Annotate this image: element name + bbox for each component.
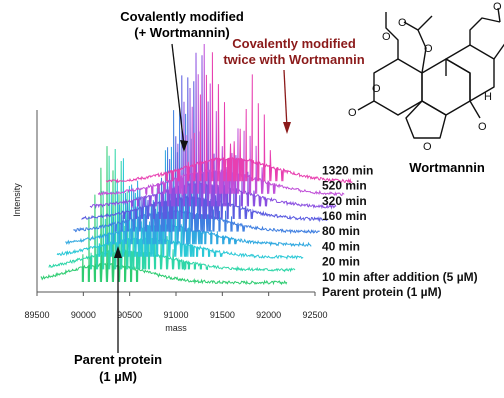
- molecule-name: Wortmannin: [409, 160, 485, 175]
- atom-o-furan: O: [423, 141, 432, 153]
- series-line: [48, 148, 296, 273]
- atom-o-quinone: O: [478, 121, 487, 133]
- x-tick-label: 91000: [163, 310, 188, 320]
- atom-h: H: [484, 91, 492, 103]
- x-axis-ticks: 89500 90000 90500 91000 91500 92000 92500: [24, 292, 328, 320]
- series-line: [56, 158, 304, 260]
- x-axis-label: mass: [165, 323, 187, 333]
- annotation-modified-twice-line2: twice with Wortmannin: [223, 52, 364, 67]
- annotation-modified-twice-line1: Covalently modified: [232, 36, 356, 51]
- legend-label: 10 min after addition (5 µM): [322, 270, 478, 284]
- spectra-traces: [40, 43, 353, 286]
- x-tick-label: 90000: [71, 310, 96, 320]
- annotation-modified-once-line2: (+ Wortmannin): [134, 25, 229, 40]
- x-tick-label: 90500: [117, 310, 142, 320]
- atom-o-methoxy: O: [382, 31, 391, 43]
- atom-o-carbonyl: O: [348, 107, 357, 119]
- atom-o-lactone: O: [372, 83, 381, 95]
- series-line: [105, 52, 353, 184]
- atom-o-ketone: O: [493, 1, 502, 13]
- legend-label: 1320 min: [322, 163, 373, 177]
- y-axis-label: Intensity: [12, 183, 22, 217]
- x-tick-label: 91500: [210, 310, 235, 320]
- legend-label: 320 min: [322, 194, 367, 208]
- series-legend: Parent protein (1 µM)10 min after additi…: [322, 163, 478, 299]
- legend-label: 160 min: [322, 209, 367, 223]
- arrow-modified-once: [171, 43, 185, 147]
- annotation-parent-line1: Parent protein: [74, 352, 162, 367]
- atom-o-ester: O: [424, 43, 433, 55]
- annotation-modified-once-line1: Covalently modified: [120, 9, 244, 24]
- annotation-parent-line2: (1 µM): [99, 369, 137, 384]
- legend-label: 20 min: [322, 255, 360, 269]
- wortmannin-structure: O O O O O O O O H: [348, 1, 504, 153]
- legend-label: 520 min: [322, 179, 367, 193]
- arrowhead-modified-twice: [283, 122, 291, 134]
- legend-label: 40 min: [322, 239, 360, 253]
- legend-label: 80 min: [322, 224, 360, 238]
- arrowhead-modified-once: [180, 140, 188, 152]
- x-tick-label: 92500: [302, 310, 327, 320]
- legend-label: Parent protein (1 µM): [322, 285, 442, 299]
- x-tick-label: 92000: [256, 310, 281, 320]
- series-line: [81, 75, 329, 223]
- arrowhead-parent: [114, 246, 122, 258]
- series-line: [97, 43, 345, 197]
- series-line: [40, 146, 288, 286]
- x-tick-label: 89500: [24, 310, 49, 320]
- arrow-modified-twice: [283, 69, 288, 129]
- atom-o-acetyl: O: [398, 17, 407, 29]
